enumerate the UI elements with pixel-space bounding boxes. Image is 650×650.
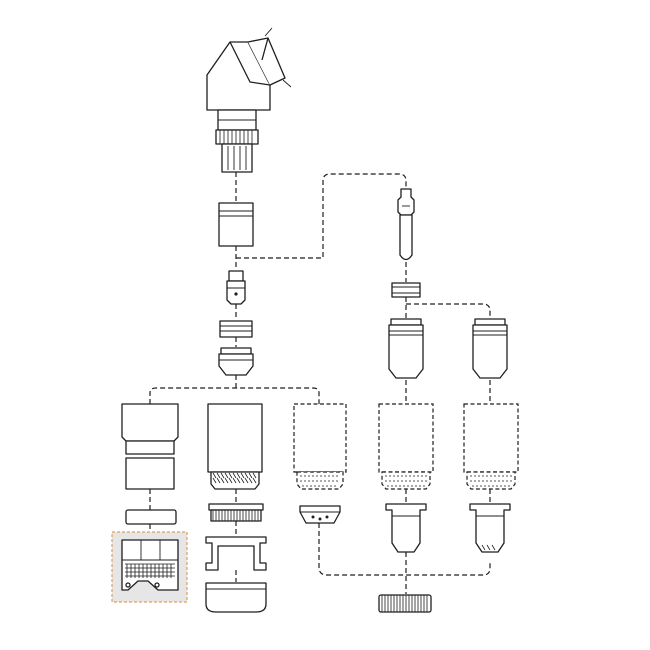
outer-shield-cup-icon xyxy=(121,403,179,490)
knurled-ring-icon xyxy=(208,503,264,522)
swirl-ring-icon xyxy=(219,320,253,338)
ring-spacer-icon xyxy=(125,509,177,525)
small-swirl-ring-icon xyxy=(391,282,421,298)
long-electrode-icon xyxy=(397,188,415,261)
connector-branch-right xyxy=(236,173,407,259)
standoff-cap-icon xyxy=(205,582,267,613)
nozzle-icon xyxy=(218,347,254,376)
connector-lines xyxy=(149,172,491,594)
connector-right-nozzle xyxy=(406,303,491,318)
shield-cup-icon xyxy=(207,403,263,490)
connector-cup-branch xyxy=(149,387,320,404)
spacer-guide-icon xyxy=(205,536,267,571)
drag-shield-icon xyxy=(111,531,188,603)
sleeve-nozzle-right-icon xyxy=(469,503,511,553)
optional-shield-cup-icon xyxy=(293,403,347,490)
optional-retaining-cap-right-icon xyxy=(463,403,519,490)
thumb-nut-icon xyxy=(378,594,432,613)
retaining-sleeve-icon xyxy=(218,202,254,247)
electrode-icon xyxy=(226,270,246,305)
torch-head-icon xyxy=(206,27,292,173)
optional-retaining-cap-left-icon xyxy=(378,403,434,490)
sleeve-nozzle-left-icon xyxy=(385,503,427,553)
extended-nozzle-left-icon xyxy=(388,318,424,379)
extended-nozzle-right-icon xyxy=(472,318,508,379)
deflector-icon xyxy=(299,505,341,524)
